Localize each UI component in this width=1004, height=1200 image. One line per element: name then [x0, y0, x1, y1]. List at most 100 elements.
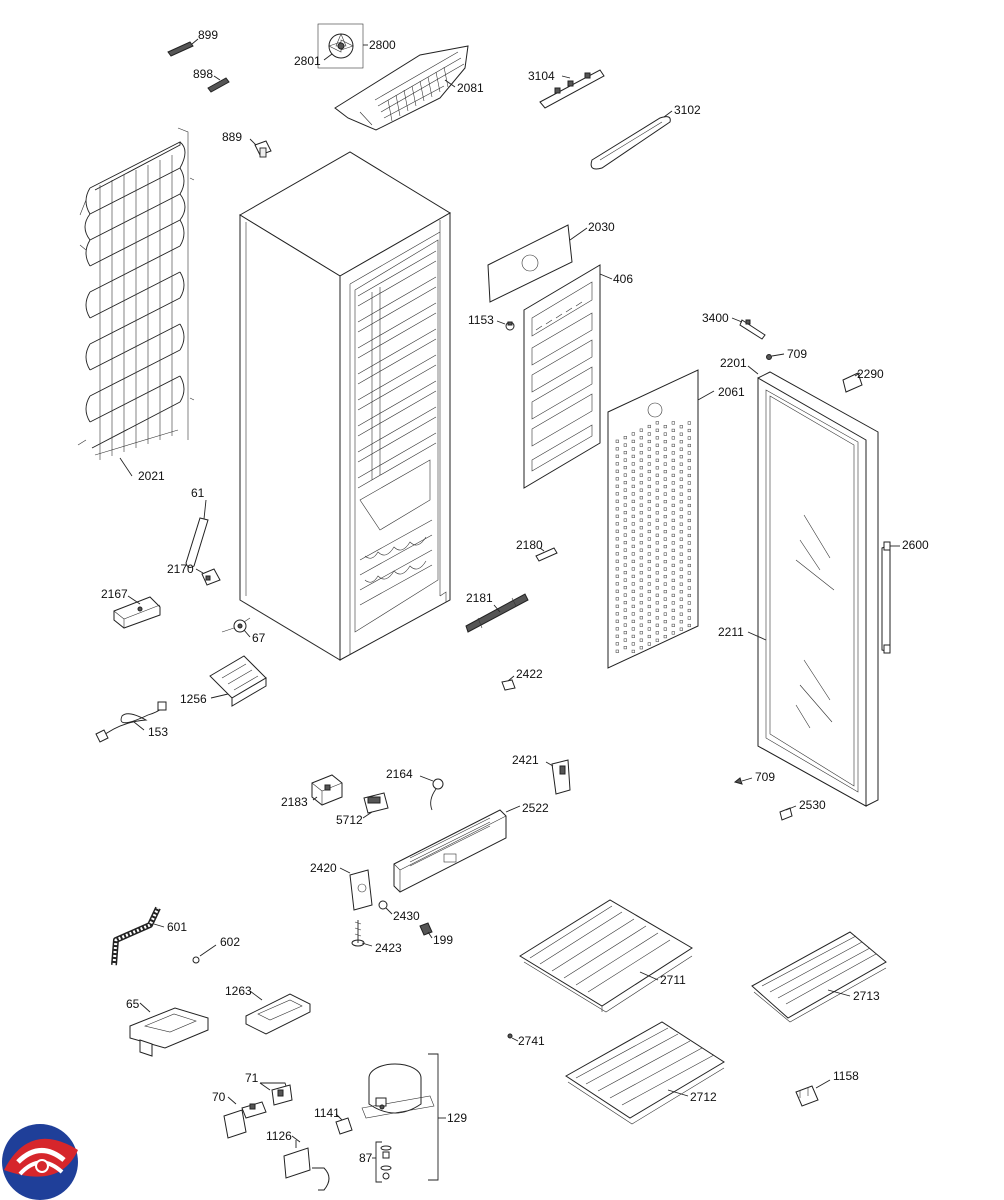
callout-601: 601	[167, 920, 187, 934]
part-2422	[501, 675, 516, 691]
fan-assembly	[317, 23, 368, 69]
callout-71: 71	[245, 1071, 259, 1085]
callout-2711: 2711	[660, 973, 686, 987]
callout-70: 70	[212, 1090, 226, 1104]
callout-1126: 1126	[266, 1129, 292, 1143]
part-709-bottom	[733, 777, 753, 785]
callout-2522: 2522	[522, 801, 549, 815]
part-2423	[351, 920, 373, 947]
callout-2430: 2430	[393, 909, 420, 923]
part-898	[207, 75, 230, 93]
part-70	[223, 1096, 267, 1139]
callout-labels: 899 898 2800 2801 2081 3104 3102 889 203…	[101, 28, 929, 1165]
callout-61: 61	[191, 486, 205, 500]
part-3400	[731, 317, 766, 340]
callout-2421: 2421	[512, 753, 539, 767]
part-87	[372, 1141, 392, 1183]
part-601	[111, 906, 165, 966]
part-406	[523, 264, 613, 489]
callout-2801: 2801	[294, 54, 321, 68]
part-2183	[311, 774, 343, 806]
callout-2170: 2170	[167, 562, 194, 576]
part-899	[167, 38, 199, 57]
callout-2713: 2713	[853, 989, 880, 1003]
part-2421	[545, 759, 571, 795]
part-71	[259, 1082, 293, 1106]
callout-898: 898	[193, 67, 213, 81]
callout-2180: 2180	[516, 538, 543, 552]
part-2741	[507, 1033, 519, 1042]
part-2167	[113, 595, 161, 629]
part-2290	[842, 372, 863, 393]
callout-1141: 1141	[314, 1106, 340, 1120]
callout-602: 602	[220, 935, 240, 949]
part-2180	[535, 547, 558, 562]
part-709-top	[766, 353, 785, 360]
callout-129: 129	[447, 1111, 467, 1125]
callout-2800: 2800	[369, 38, 396, 52]
callout-5712: 5712	[336, 813, 363, 827]
callout-153: 153	[148, 725, 168, 739]
part-5712	[362, 792, 389, 819]
callout-899: 899	[198, 28, 218, 42]
callout-65: 65	[126, 997, 140, 1011]
part-1126	[283, 1135, 330, 1191]
callout-2530: 2530	[799, 798, 826, 812]
part-2181	[465, 593, 529, 633]
callout-2712: 2712	[690, 1090, 717, 1104]
part-3102	[590, 110, 673, 170]
part-1153	[496, 320, 515, 331]
callout-2422: 2422	[516, 667, 543, 681]
callout-1158: 1158	[833, 1069, 859, 1083]
callout-2211: 2211	[718, 625, 744, 639]
part-1263	[245, 990, 311, 1035]
part-129-compressor	[361, 1053, 446, 1181]
callout-709-bottom: 709	[755, 770, 775, 784]
callout-2164: 2164	[386, 767, 413, 781]
part-65	[129, 1002, 209, 1057]
part-199	[419, 922, 433, 939]
part-2061	[607, 369, 715, 669]
part-1256	[209, 655, 267, 707]
callout-2181: 2181	[466, 591, 493, 605]
part-2522	[393, 805, 521, 893]
callout-889: 889	[222, 130, 242, 144]
part-2164	[419, 775, 444, 811]
shelf-2711	[519, 899, 693, 1013]
part-2430	[378, 900, 393, 915]
part-153-power-cord	[95, 701, 167, 743]
callout-2021: 2021	[138, 469, 165, 483]
door-assembly	[747, 365, 879, 807]
callout-3102: 3102	[674, 103, 701, 117]
part-61	[185, 499, 209, 568]
part-3104	[539, 69, 605, 109]
callout-406: 406	[613, 272, 633, 286]
shelf-2713	[751, 931, 887, 1023]
part-2030	[487, 224, 588, 303]
part-1158	[795, 1079, 831, 1107]
condenser-2021	[77, 127, 195, 477]
callout-2030: 2030	[588, 220, 615, 234]
callout-2081: 2081	[457, 81, 484, 95]
callout-2167: 2167	[101, 587, 128, 601]
callout-3400: 3400	[702, 311, 729, 325]
callout-2600: 2600	[902, 538, 929, 552]
part-2600	[881, 541, 900, 654]
brand-logo	[2, 1124, 78, 1200]
callout-67: 67	[252, 631, 266, 645]
callout-1153: 1153	[468, 313, 494, 327]
callout-2183: 2183	[281, 795, 308, 809]
callout-709-top: 709	[787, 347, 807, 361]
part-2081	[334, 45, 469, 131]
part-67	[221, 617, 251, 638]
part-2420	[339, 867, 373, 911]
shelf-2712	[565, 1021, 725, 1125]
callout-2741: 2741	[518, 1034, 545, 1048]
part-602	[192, 944, 217, 964]
callout-2420: 2420	[310, 861, 337, 875]
cabinet-body	[239, 151, 451, 661]
callout-199: 199	[433, 933, 453, 947]
callout-2201: 2201	[720, 356, 747, 370]
part-2170	[195, 568, 221, 586]
